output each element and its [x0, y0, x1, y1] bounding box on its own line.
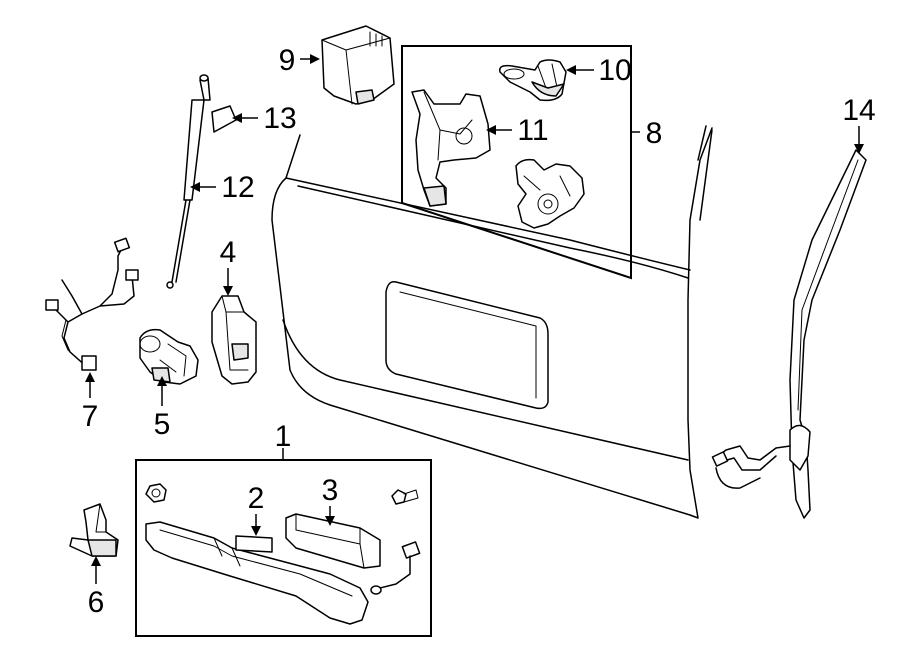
svg-text:4: 4	[220, 236, 237, 269]
callout-10: 10	[566, 54, 632, 87]
handle-switch-part	[285, 513, 381, 569]
striker-part	[499, 59, 567, 102]
svg-text:13: 13	[263, 102, 296, 135]
control-module-part	[321, 25, 395, 105]
svg-text:7: 7	[82, 400, 99, 433]
callout-1: 1	[275, 420, 292, 453]
handle-pad-part	[235, 535, 273, 553]
wiring-harness-part	[45, 237, 139, 371]
svg-text:3: 3	[322, 474, 339, 507]
svg-text:12: 12	[221, 171, 254, 204]
callout-13: 13	[232, 102, 297, 135]
license-plate-recess	[385, 280, 549, 410]
latch-group-box	[401, 45, 640, 280]
svg-text:11: 11	[517, 114, 548, 147]
callout-8: 8	[646, 117, 663, 150]
handle-group-box	[135, 448, 432, 637]
liftgate-panel	[271, 125, 713, 519]
release-motor-part	[139, 328, 199, 385]
bracket-part	[69, 503, 119, 557]
pigtail-connector-part	[370, 541, 421, 595]
gas-strut-part	[166, 74, 211, 289]
svg-text:9: 9	[279, 44, 296, 77]
latch-switch-part	[211, 295, 257, 385]
callout-4: 4	[220, 236, 237, 296]
latch-bracket-part	[411, 89, 491, 207]
svg-text:1: 1	[275, 420, 292, 453]
svg-text:14: 14	[842, 94, 875, 127]
callout-9: 9	[279, 44, 320, 77]
nut-part	[145, 483, 167, 503]
grommet-part	[211, 105, 237, 133]
callout-7: 7	[82, 372, 99, 433]
callout-11: 11	[486, 114, 549, 147]
handle-part	[145, 521, 369, 625]
callout-6: 6	[88, 556, 105, 619]
bolt-part	[391, 489, 419, 505]
wiper-arm-part	[711, 149, 867, 519]
callout-3: 3	[322, 474, 339, 526]
latch-actuator-part	[515, 158, 585, 229]
callout-5: 5	[154, 376, 171, 441]
svg-text:6: 6	[88, 586, 105, 619]
callout-14: 14	[842, 94, 876, 154]
svg-text:2: 2	[248, 482, 265, 515]
callout-2: 2	[248, 482, 265, 536]
svg-text:5: 5	[154, 408, 171, 441]
callout-12: 12	[190, 171, 255, 204]
svg-text:8: 8	[646, 117, 663, 150]
svg-text:10: 10	[598, 54, 631, 87]
